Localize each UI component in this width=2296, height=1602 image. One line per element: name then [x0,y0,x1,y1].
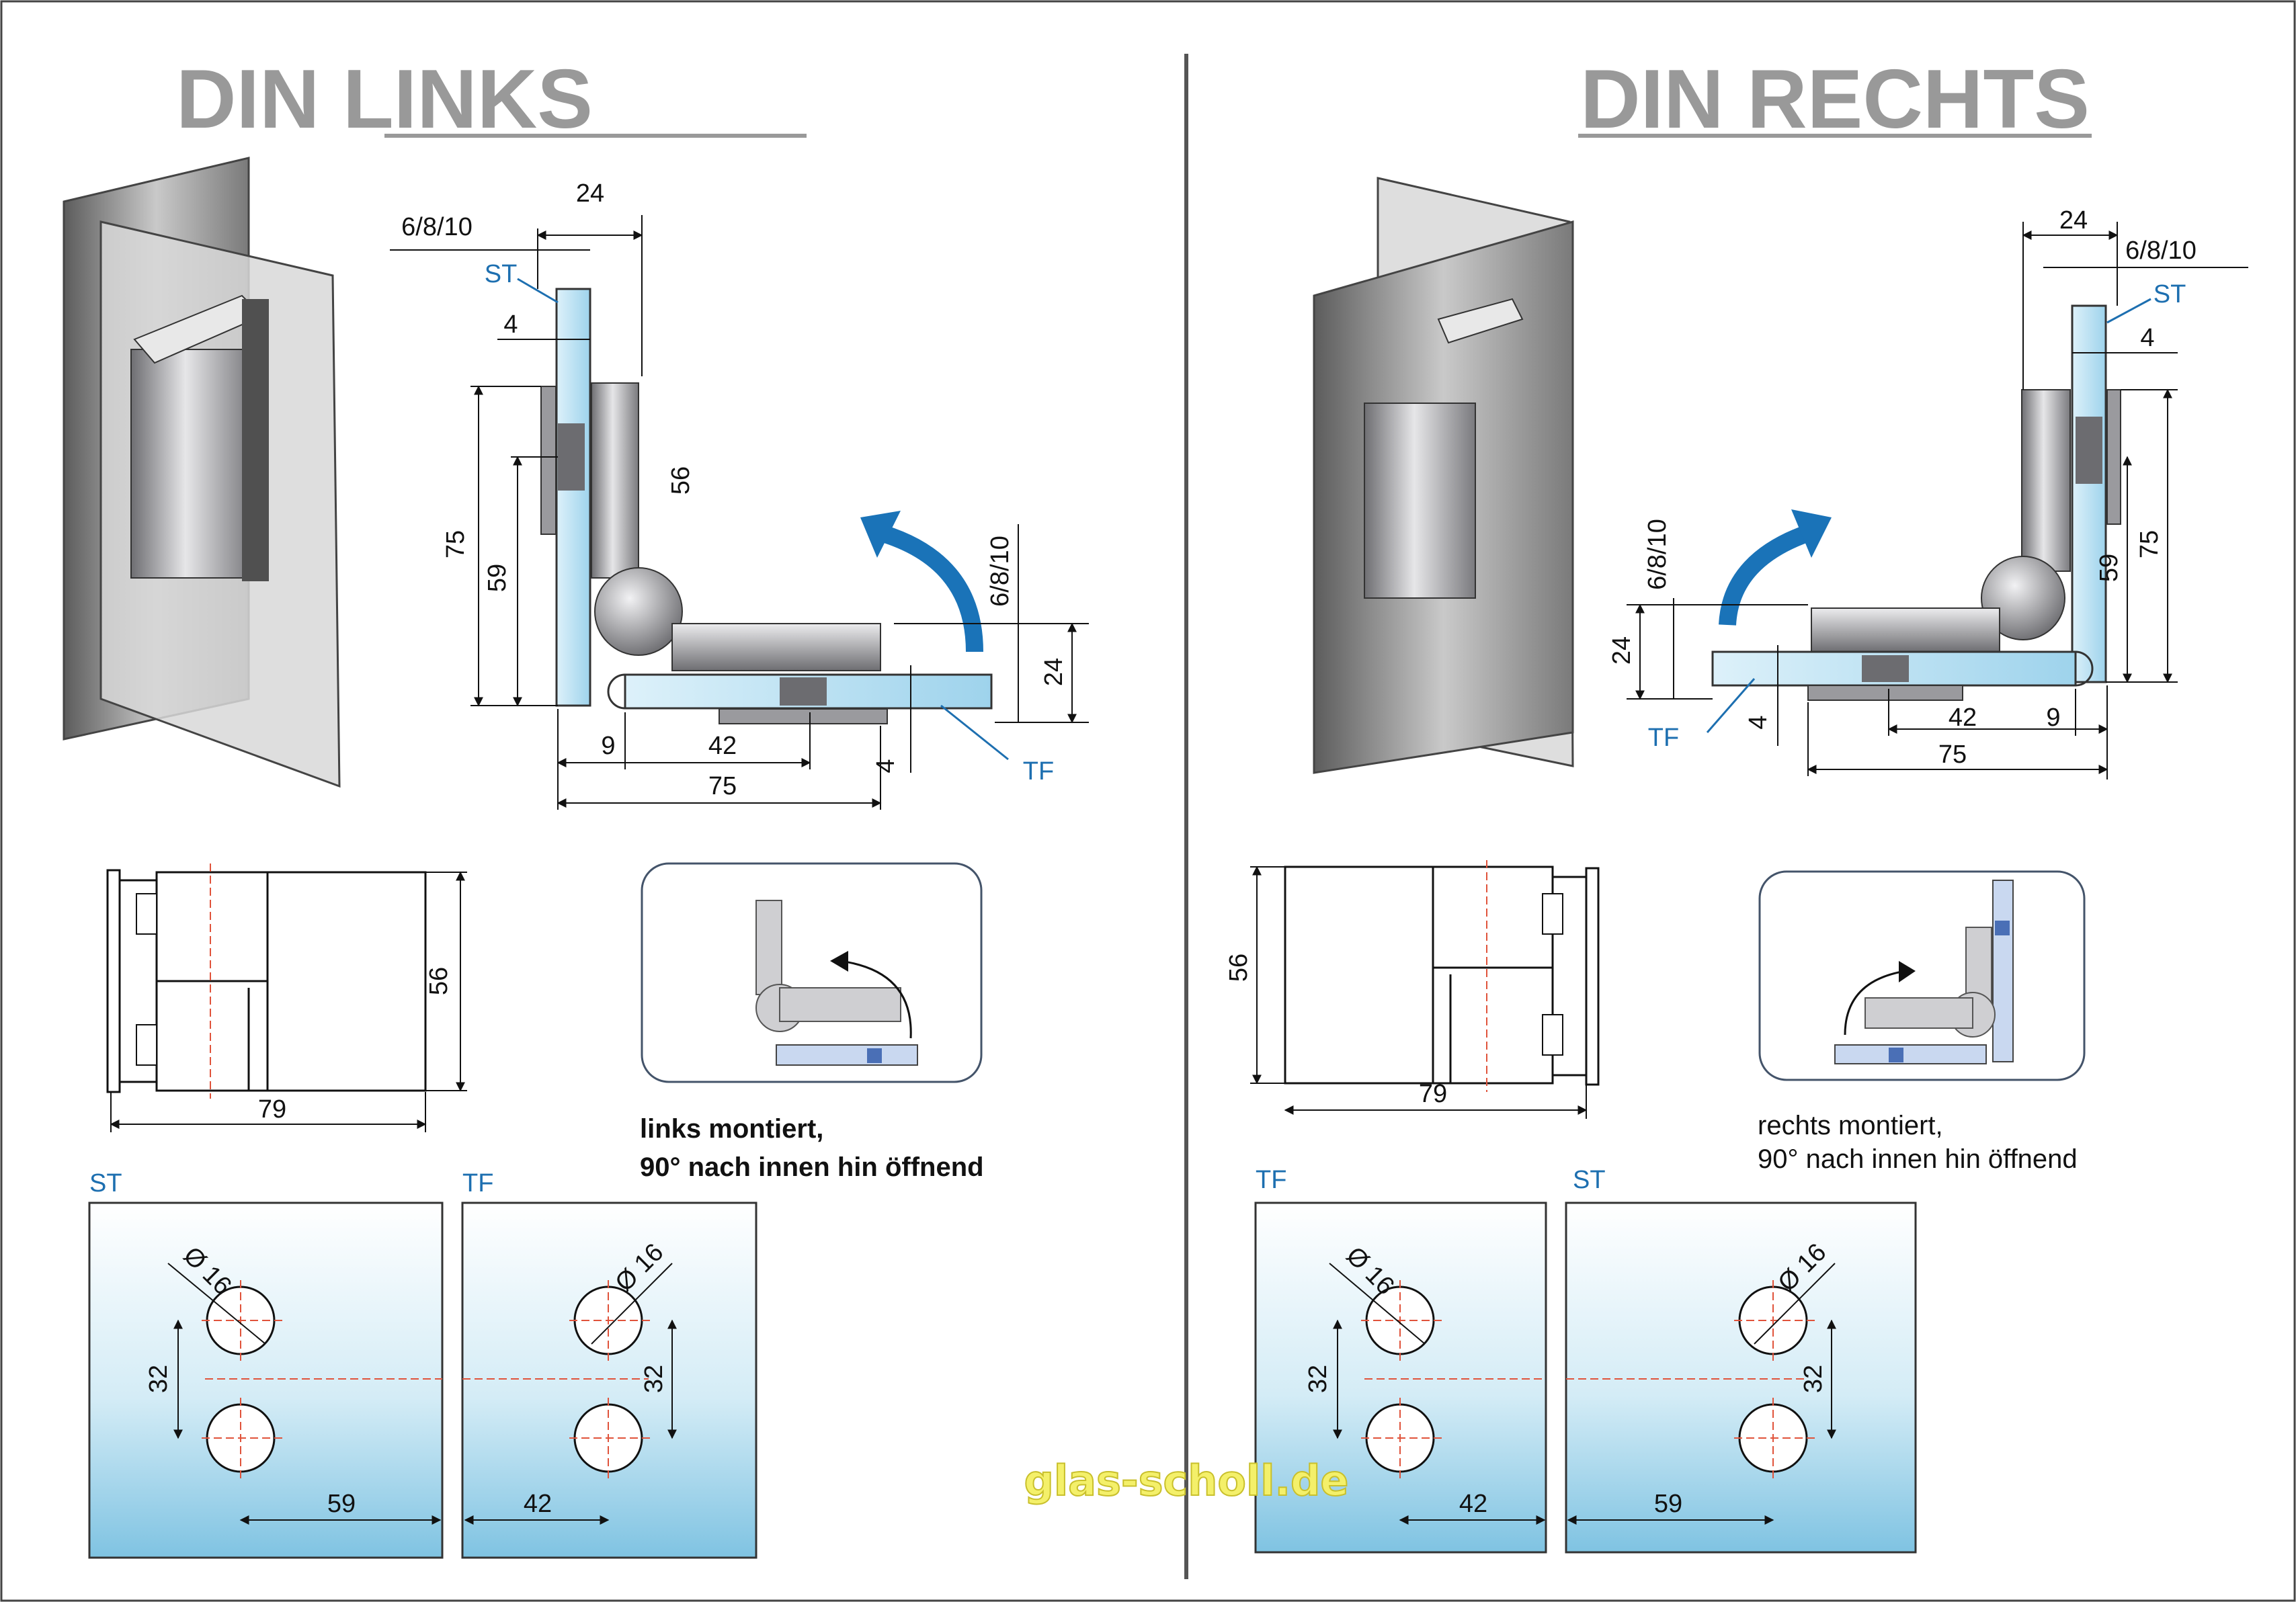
right-dim-9: 9 [2046,704,2060,732]
left-plate-st-spacing: 32 [145,1365,173,1393]
left-mount-illustration [641,862,983,1083]
left-title: DIN LINKS [176,53,593,146]
right-dim-glass-2: 6/8/10 [1643,519,1672,590]
left-label-tf: TF [1023,757,1054,786]
left-dim-9: 9 [601,732,615,760]
left-dim-24-right: 24 [1040,658,1068,686]
right-plate-st-label: ST [1573,1166,1606,1194]
left-label-st: ST [485,260,518,288]
left-side-width: 79 [258,1095,286,1124]
right-plate-tf-label: TF [1256,1166,1286,1194]
right-rotation-arrow [1719,522,1818,626]
left-dim-4-bottom: 4 [872,759,900,773]
left-plate-st-label: ST [89,1169,122,1197]
left-dim-24-top: 24 [576,179,604,208]
left-dim-glass: 6/8/10 [401,213,473,241]
left-dim-glass-2: 6/8/10 [986,536,1014,607]
right-section: DIN RECHTS 24 [1225,53,2248,1554]
left-glass-st [555,288,591,707]
left-plate-st-offset: 59 [327,1490,356,1518]
left-dim-75-bottom: 75 [708,772,737,800]
right-dim-4-top: 4 [2140,324,2154,352]
watermark: glas-scholl.de [1024,1456,1349,1505]
right-dim-75: 75 [2135,530,2164,558]
left-plate-tf-spacing: 32 [640,1365,668,1393]
right-plate-tf-spacing: 32 [1304,1365,1332,1393]
left-dim-4-top: 4 [503,310,518,339]
right-dim-24-left: 24 [1608,636,1636,665]
right-dim-75-bottom: 75 [1938,741,1967,769]
right-caption-2: 90° nach innen hin öffnend [1758,1144,2078,1174]
right-hinge-photo [1313,177,1574,774]
right-plate-tf-offset: 42 [1459,1490,1487,1518]
left-side-view: 56 79 [106,863,467,1132]
left-hinge-photo [63,157,341,788]
left-dim-59: 59 [483,564,511,592]
right-label-tf: TF [1648,724,1679,752]
right-dim-24-top: 24 [2059,206,2088,235]
left-caption-1: links montiert, [640,1114,823,1144]
right-dim-glass: 6/8/10 [2125,237,2197,265]
left-dim-56: 56 [667,466,695,495]
right-plate-st-spacing: 32 [1799,1365,1828,1393]
left-dim-75: 75 [442,530,470,558]
right-glass-st [2071,304,2107,683]
left-side-height: 56 [425,967,453,995]
left-caption-2: 90° nach innen hin öffnend [640,1152,984,1182]
right-dim-59: 59 [2095,554,2123,582]
left-rotation-arrow [871,522,983,652]
right-side-view: 56 79 [1225,860,1600,1119]
left-plate-tf-offset: 42 [524,1490,552,1518]
left-dim-42: 42 [708,732,737,760]
right-side-height: 56 [1225,954,1253,982]
right-mount-illustration [1758,870,2086,1081]
right-side-width: 79 [1419,1080,1447,1108]
right-caption-1: rechts montiert, [1758,1111,1943,1140]
right-dim-42: 42 [1949,704,1977,732]
right-title: DIN RECHTS [1580,53,2090,146]
left-plate-tf: TF Ø 16 32 42 [461,1169,757,1559]
right-plate-st-offset: 59 [1654,1490,1682,1518]
left-plate-tf-label: TF [462,1169,493,1197]
right-plate-tf: TF Ø 16 32 42 [1254,1166,1547,1554]
right-plate-st: ST Ø 16 32 59 [1565,1166,1917,1554]
right-top-view: 24 6/8/10 ST 4 75 59 6/8/10 24 TF 4 [1608,206,2248,779]
left-plate-st: ST Ø 16 32 59 [88,1169,444,1559]
left-top-view: 24 6/8/10 ST 4 56 75 59 6/8/10 24 TF [390,179,1089,810]
right-dim-4-bottom: 4 [1744,715,1772,729]
left-section: DIN LINKS [63,53,1089,1559]
right-label-st: ST [2154,280,2186,308]
